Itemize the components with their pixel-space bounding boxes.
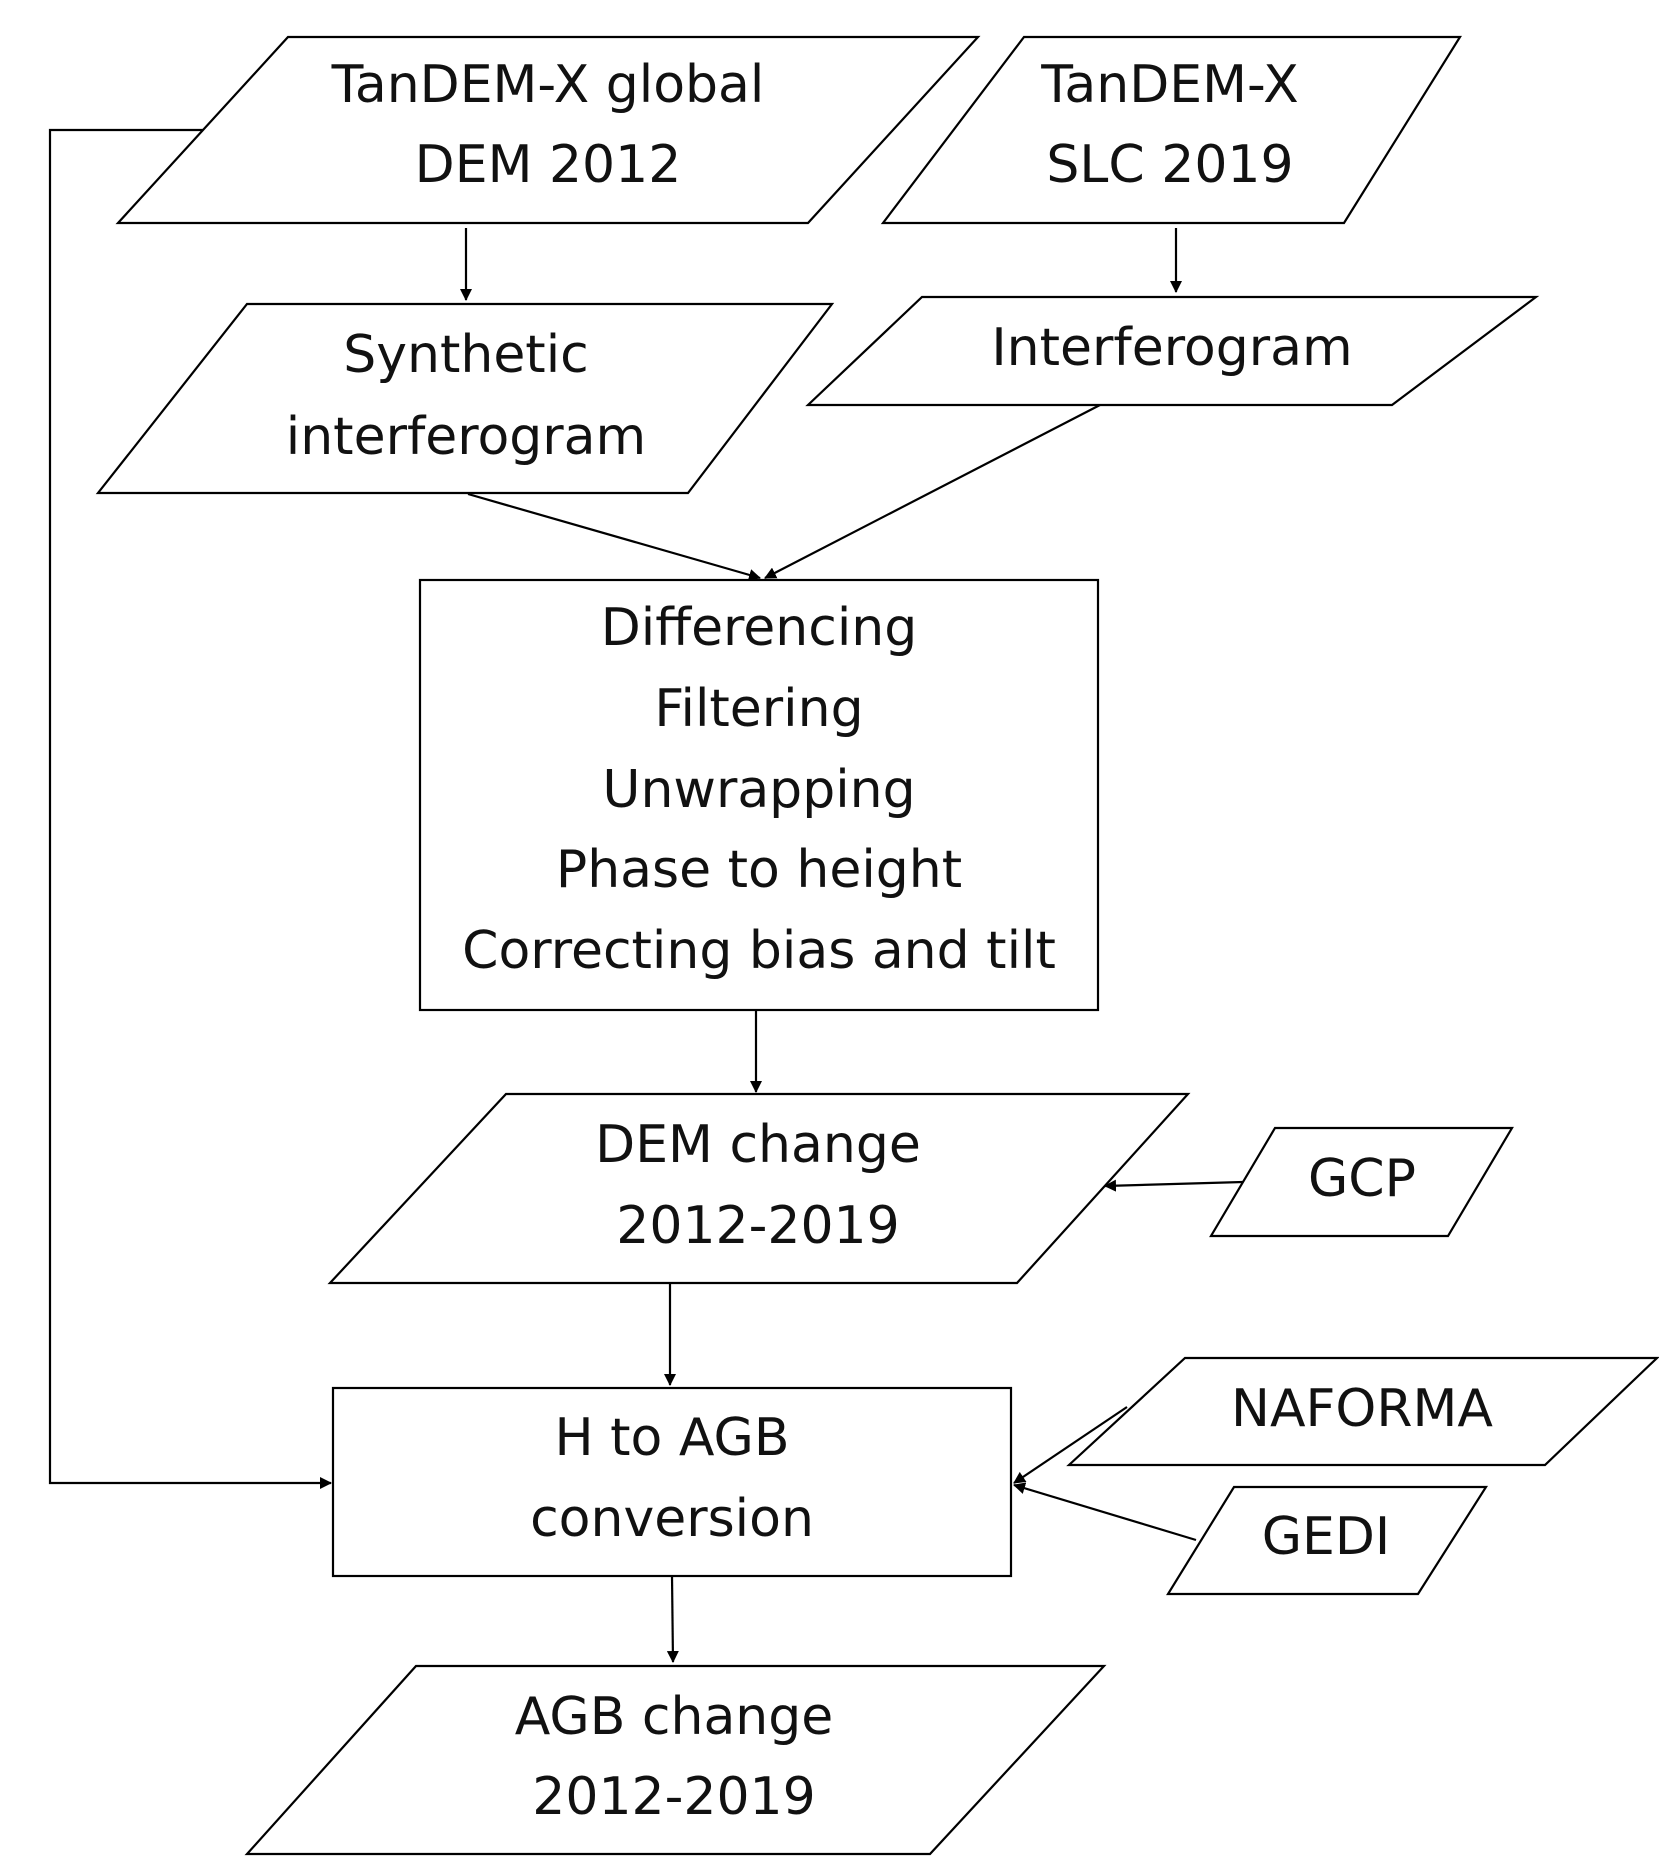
node-label-line: AGB change (515, 1687, 834, 1747)
parallelogram-shape (1166, 1485, 1489, 1596)
node-label-line: GCP (1308, 1149, 1416, 1209)
parallelogram-shape (327, 1092, 1191, 1285)
parallelogram-shape (880, 35, 1462, 225)
parallelogram-shape (1209, 1126, 1514, 1238)
node-label-line: Filtering (654, 679, 863, 739)
node-label-line: Phase to height (556, 840, 962, 900)
edge-gedi-to-h-to-agb (1013, 1482, 1197, 1542)
parallelogram-shape (95, 302, 835, 495)
node-label-line: TanDEM-X global (331, 55, 765, 115)
node-label-line: Unwrapping (602, 760, 915, 820)
edges (48, 128, 1244, 1663)
node-label-line: Interferogram (991, 318, 1352, 378)
node-gedi: GEDI (1166, 1485, 1489, 1596)
node-gcp: GCP (1209, 1126, 1514, 1238)
node-interferogram: Interferogram (805, 295, 1540, 407)
parallelogram-shape (244, 1664, 1107, 1856)
node-h-to-agb-conversion: H to AGB conversion (331, 1386, 1013, 1578)
edge-synthetic-to-processing (467, 492, 761, 581)
node-label-line: 2012-2019 (616, 1196, 899, 1256)
node-label-line: 2012-2019 (532, 1767, 815, 1827)
parallelogram-shape (1066, 1356, 1659, 1467)
node-label-line: DEM change (595, 1115, 921, 1175)
edge-naforma-to-h-to-agb (1013, 1406, 1128, 1484)
process-box (418, 578, 1100, 1012)
node-synthetic-interferogram: Synthetic interferogram (95, 302, 835, 495)
node-processing-steps: Differencing Filtering Unwrapping Phase … (418, 578, 1100, 1012)
node-label-line: Correcting bias and tilt (462, 921, 1056, 981)
parallelogram-shape (115, 35, 981, 225)
node-label-line: interferogram (286, 407, 646, 467)
node-dem-change: DEM change 2012-2019 (327, 1092, 1191, 1285)
edge-h-to-agb-to-agb-change (666, 1575, 679, 1663)
node-label-line: Synthetic (343, 325, 589, 385)
node-label-line: H to AGB (555, 1408, 790, 1468)
edge-gcp-to-dem-change (1104, 1179, 1244, 1192)
node-label-line: Differencing (601, 598, 918, 658)
node-label-line: TanDEM-X (1040, 55, 1299, 115)
node-label-line: GEDI (1262, 1507, 1391, 1567)
node-tandem-slc: TanDEM-X SLC 2019 (880, 35, 1462, 225)
node-naforma: NAFORMA (1066, 1356, 1659, 1467)
edge-interferogram-to-processing (764, 404, 1101, 579)
node-label-line: NAFORMA (1231, 1379, 1493, 1439)
node-label-line: conversion (530, 1489, 814, 1549)
parallelogram-shape (805, 295, 1540, 407)
node-label-line: DEM 2012 (415, 135, 682, 195)
process-box (331, 1386, 1013, 1578)
node-tandem-global-dem: TanDEM-X global DEM 2012 (115, 35, 981, 225)
node-label-line: SLC 2019 (1046, 135, 1293, 195)
node-agb-change: AGB change 2012-2019 (244, 1664, 1107, 1856)
edge-tandem-global-to-h-to-agb (48, 128, 332, 1489)
